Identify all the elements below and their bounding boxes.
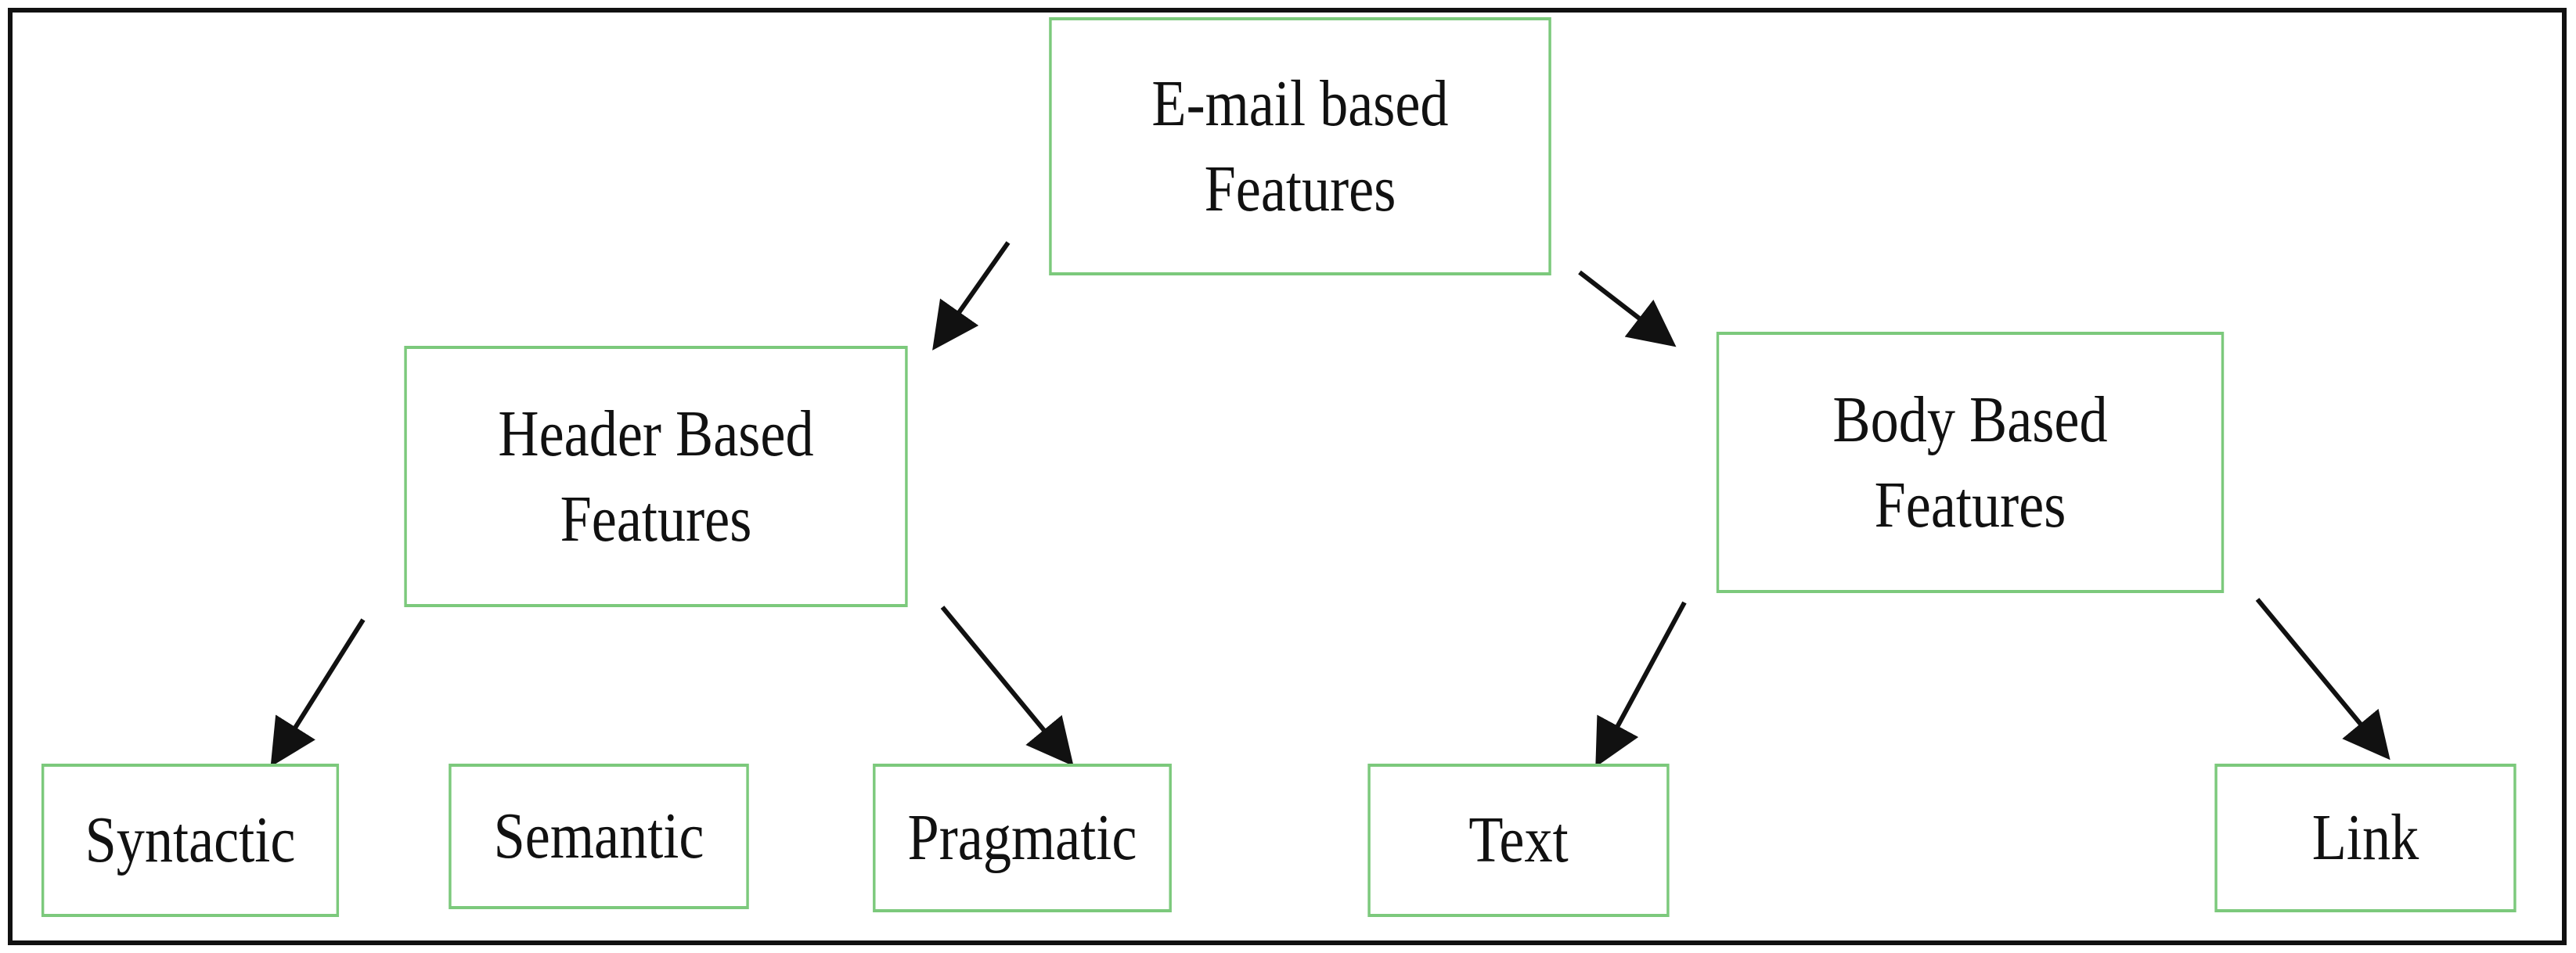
edge-body-to-link xyxy=(2255,598,2390,761)
edge-header-to-pragmatic xyxy=(940,606,1074,767)
edge-body-to-text xyxy=(1595,601,1687,768)
edge-root-to-body xyxy=(1578,270,1677,347)
diagram-frame xyxy=(8,8,2567,945)
node-body-based-features-label: Body Based Features xyxy=(1832,383,2108,541)
node-semantic: Semantic xyxy=(449,764,749,909)
node-text: Text xyxy=(1367,764,1670,917)
edge-header-to-syntactic xyxy=(270,618,366,768)
node-text-label: Text xyxy=(1468,804,1569,877)
node-semantic-label: Semantic xyxy=(493,800,704,873)
node-pragmatic: Pragmatic xyxy=(873,764,1172,912)
node-link: Link xyxy=(2214,764,2517,912)
node-pragmatic-label: Pragmatic xyxy=(907,801,1137,875)
node-link-label: Link xyxy=(2311,801,2419,875)
node-email-based-features: E-mail based Features xyxy=(1049,17,1551,275)
node-header-based-features: Header Based Features xyxy=(404,346,908,607)
node-header-based-features-label: Header Based Features xyxy=(498,397,814,556)
node-syntactic-label: Syntactic xyxy=(85,804,296,877)
node-body-based-features: Body Based Features xyxy=(1716,332,2225,593)
node-email-based-features-label: E-mail based Features xyxy=(1151,67,1449,225)
node-syntactic: Syntactic xyxy=(41,764,340,917)
edge-root-to-header xyxy=(932,241,1011,351)
